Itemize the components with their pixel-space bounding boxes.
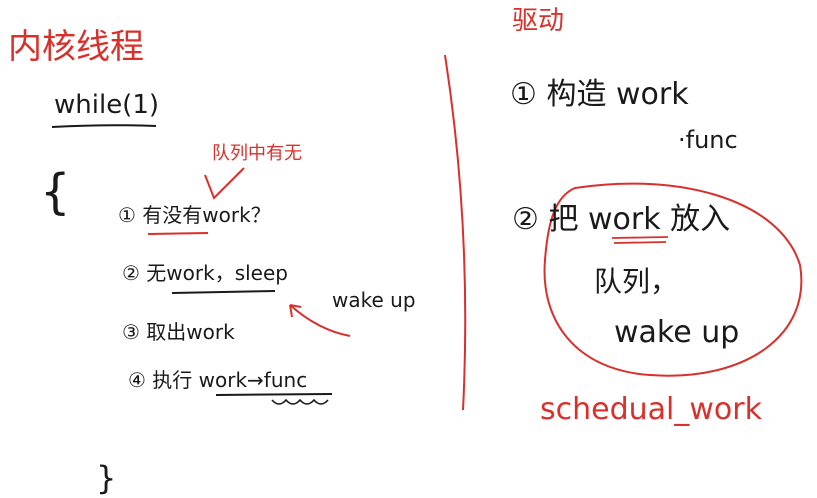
right-step-2-queue: 队列， [594, 265, 679, 298]
schedual-work-label: schedual_work [540, 392, 762, 427]
work-double-underline [611, 236, 669, 244]
step2-circle [543, 182, 803, 377]
execute-underline [215, 393, 333, 396]
you-meiyou-underline [147, 232, 209, 235]
while-underline [51, 124, 157, 128]
queue-note: 队列中有无 [212, 143, 302, 164]
divider-line [444, 54, 467, 411]
execute-squiggle [271, 398, 329, 405]
no-work-underline [171, 290, 276, 294]
step-1-text: 有没有work？ [142, 203, 271, 227]
step-2-number: ② [122, 261, 140, 285]
step-4-text: 执行 work→func [152, 368, 308, 392]
step-4-number: ④ [128, 368, 146, 392]
step-1-number: ① [118, 203, 136, 227]
wake-up-arrowhead [289, 304, 302, 318]
step-1: ① 有没有work？ [118, 205, 271, 225]
step-3: ③ 取出work [122, 322, 235, 342]
right-step-1-number: ① [510, 77, 537, 112]
right-step-2-number: ② [512, 202, 539, 237]
right-step-1-func: ·func [678, 126, 738, 154]
wake-up-arrow [289, 304, 351, 337]
step-3-number: ③ [122, 320, 140, 344]
while-loop-label: while(1) [54, 90, 160, 120]
right-step-2-wakeup: wake up [614, 315, 740, 350]
wake-up-note: wake up [332, 288, 416, 312]
step-4: ④ 执行 work→func [128, 370, 307, 390]
right-step-1-text: 构造 work [546, 77, 689, 112]
right-step-2-text: 把 work 放入 [548, 202, 731, 237]
right-step-1: ① 构造 work [510, 80, 689, 110]
right-step-2: ② 把 work 放入 [512, 205, 730, 235]
step-3-text: 取出work [146, 320, 235, 344]
driver-title: 驱动 [512, 6, 565, 36]
step-2-text: 无work，sleep [146, 261, 288, 285]
check-mark-caret [204, 167, 245, 200]
kernel-thread-title: 内核线程 [8, 27, 144, 67]
open-brace: { [40, 164, 71, 220]
step-2: ② 无work，sleep [122, 263, 288, 283]
close-brace: } [96, 459, 117, 497]
